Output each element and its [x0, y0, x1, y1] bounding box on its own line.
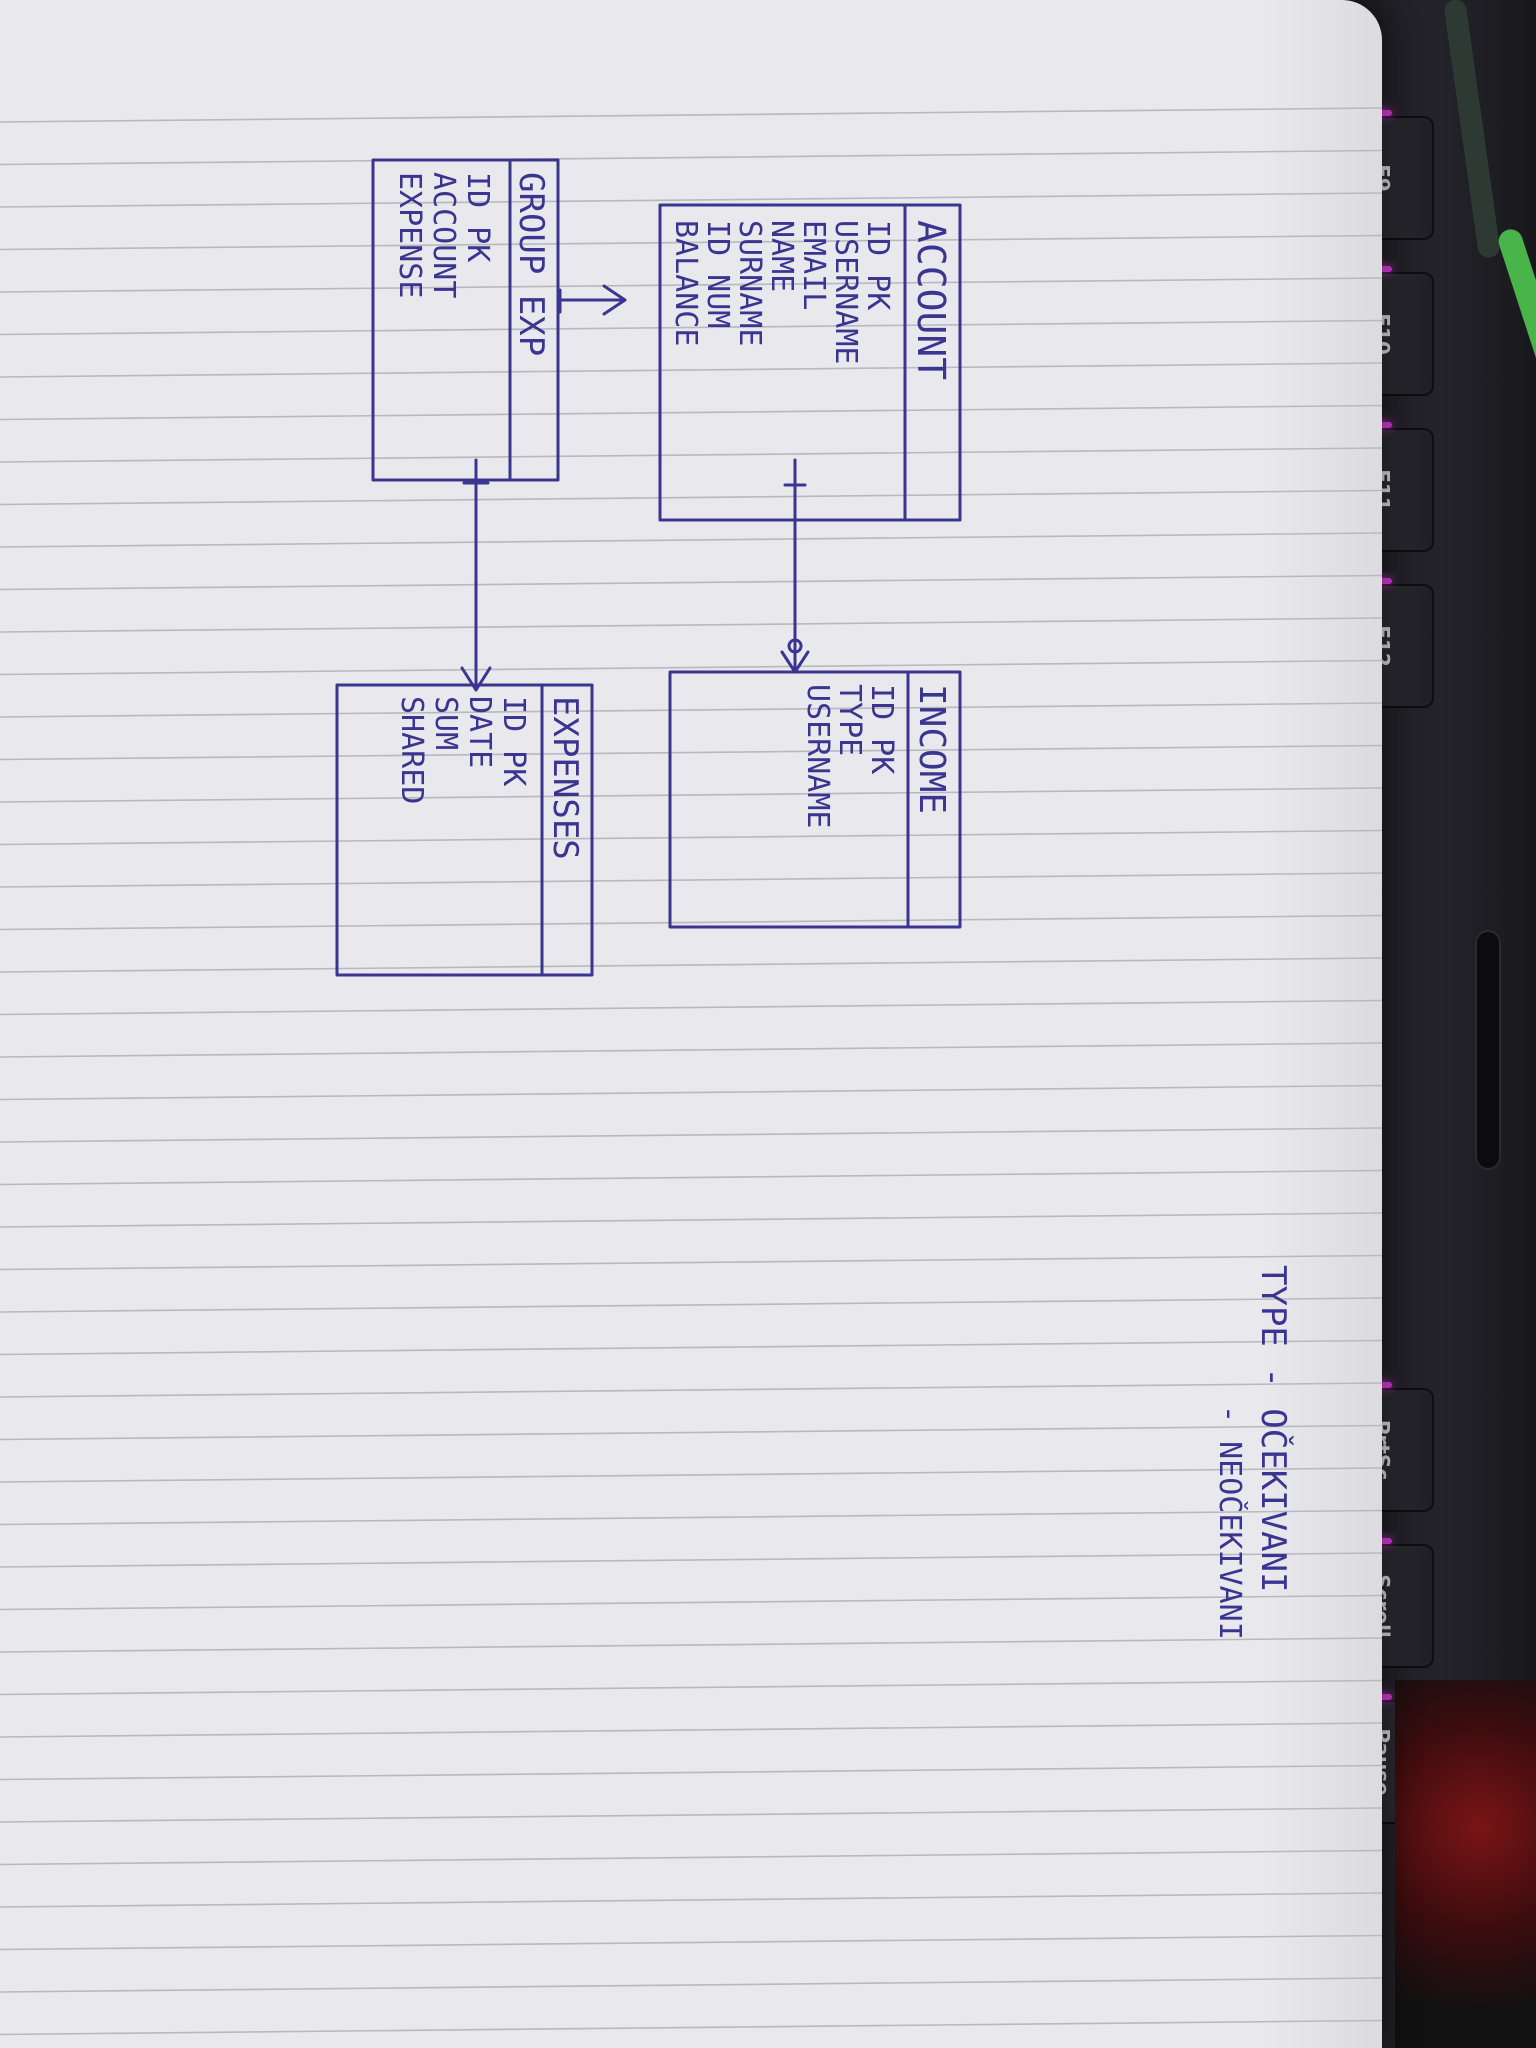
ruled-line: [0, 1977, 1382, 1993]
entity-field: ACCOUNT: [426, 172, 461, 298]
ruled-line: [0, 1934, 1382, 1951]
ruled-lines: [0, 107, 1382, 2036]
entity-income: INCOME ID PK TYPE USERNAME: [668, 670, 962, 929]
entity-field: ID PK: [460, 172, 495, 262]
entity-box: [371, 158, 560, 482]
ruled-line: [0, 1254, 1382, 1271]
ruled-line: [0, 277, 1382, 293]
entity-field: DATE: [462, 696, 497, 768]
ruled-line: [0, 319, 1382, 336]
ruled-line: [0, 787, 1382, 803]
ruled-line: [0, 107, 1382, 123]
entity-box: [335, 683, 594, 977]
entity-box: [668, 670, 962, 929]
type-note: TYPE - OČEKIVANI - NEOČEKIVANI: [1212, 1265, 1294, 1640]
ruled-line: [0, 702, 1382, 718]
green-cable: [1495, 226, 1536, 462]
entity-account: ACCOUNT ID PK USERNAME EMAIL NAME SURNAM…: [658, 203, 962, 522]
keyboard-slot: [1475, 930, 1501, 1170]
ruled-line: [0, 1212, 1382, 1228]
entity-field: ID PK: [860, 220, 895, 310]
ruled-line: [0, 489, 1382, 506]
ruled-line: [0, 1339, 1382, 1356]
ruled-line: [0, 914, 1382, 931]
ruled-line: [0, 1594, 1382, 1611]
entity-field: SURNAME: [732, 220, 767, 346]
ruled-line: [0, 999, 1382, 1016]
ruled-line: [0, 1467, 1382, 1483]
note-line-1: TYPE - OČEKIVANI: [1253, 1265, 1294, 1593]
entity-title: INCOME: [911, 684, 952, 814]
relationship-account-groupexp: [558, 284, 627, 316]
entity-field: BALANCE: [668, 220, 703, 346]
ruled-line: [0, 617, 1382, 633]
entity-field: NAME: [764, 220, 799, 292]
ruled-line: [0, 574, 1382, 591]
ruled-line: [0, 362, 1382, 378]
relationship-groupexp-expenses: [460, 458, 492, 692]
entity-title: ACCOUNT: [909, 220, 953, 380]
note-line-2: - NEOČEKIVANI: [1212, 1405, 1249, 1640]
entity-field: ID PK: [864, 684, 899, 774]
entity-title: GROUP EXP: [511, 172, 551, 356]
diagram-canvas: ACCOUNT ID PK USERNAME EMAIL NAME SURNAM…: [0, 107, 1382, 2036]
relationship-account-income: [780, 458, 810, 674]
ruled-line: [0, 2019, 1382, 2036]
ruled-line: [0, 1127, 1382, 1143]
relationship-lines: [460, 284, 810, 692]
ruled-line: [0, 1169, 1382, 1186]
entity-field: SUM: [428, 696, 463, 750]
black-cable: [1443, 0, 1502, 260]
entity-box: [658, 203, 962, 522]
ruled-line: [0, 1382, 1382, 1398]
ruled-line: [0, 1637, 1382, 1653]
ruled-line: [0, 744, 1382, 761]
entity-field: TYPE: [832, 684, 867, 756]
ruled-line: [0, 149, 1382, 166]
entity-field: EXPENSE: [392, 172, 427, 298]
ruled-line: [0, 1679, 1382, 1696]
entity-expenses: EXPENSES ID PK DATE SUM SHARED: [335, 683, 594, 977]
page-shadow: [1262, 0, 1382, 2048]
ruled-line: [0, 1892, 1382, 1908]
entity-title: EXPENSES: [545, 696, 585, 860]
ruled-line: [0, 1297, 1382, 1313]
notebook-page: ACCOUNT ID PK USERNAME EMAIL NAME SURNAM…: [0, 0, 1382, 2048]
entity-group-exp: GROUP EXP ID PK ACCOUNT EXPENSE: [371, 158, 560, 482]
ruled-line: [0, 1084, 1382, 1101]
entity-field: ID NUM: [700, 220, 735, 328]
ruled-line: [0, 872, 1382, 888]
ruled-line: [0, 532, 1382, 548]
entity-field: ID PK: [496, 696, 531, 786]
ruled-line: [0, 1764, 1382, 1781]
ruled-line: [0, 957, 1382, 973]
ruled-line: [0, 192, 1382, 208]
mouse-mat: [1395, 1680, 1536, 2048]
entity-field: USERNAME: [828, 220, 863, 365]
entity-field: EMAIL: [796, 220, 831, 310]
ruled-line: [0, 1807, 1382, 1823]
entity-field: SHARED: [394, 696, 429, 804]
ruled-line: [0, 404, 1382, 421]
ruled-line: [0, 1042, 1382, 1058]
ruled-line: [0, 234, 1382, 251]
entity-field: USERNAME: [800, 684, 835, 829]
ruled-line: [0, 1722, 1382, 1738]
ruled-line: [0, 829, 1382, 846]
ruled-line: [0, 659, 1382, 676]
ruled-line: [0, 1424, 1382, 1441]
ruled-line: [0, 1849, 1382, 1866]
ruled-line: [0, 1552, 1382, 1568]
ruled-line: [0, 1509, 1382, 1526]
ruled-line: [0, 447, 1382, 463]
